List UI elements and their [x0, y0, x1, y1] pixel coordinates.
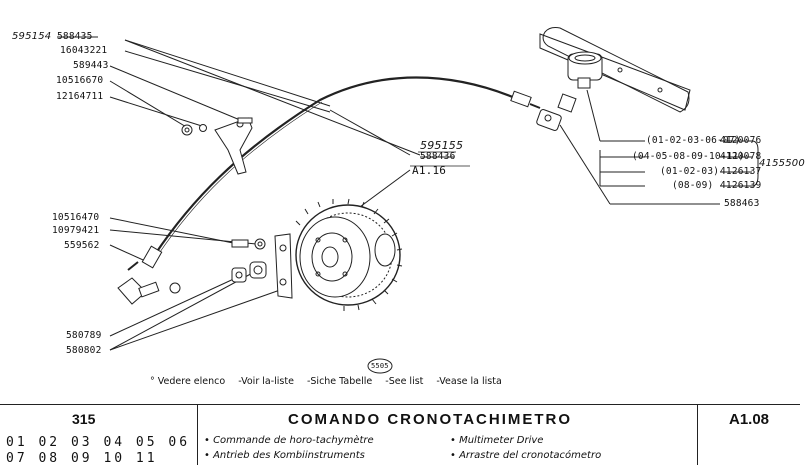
label-ref-a116: A1.16	[412, 164, 447, 177]
label-4126137: 4126137	[720, 166, 762, 177]
label-4120076: 4120076	[720, 135, 762, 146]
label-models-r4: (08-09)	[672, 180, 714, 191]
models-row-1: 01 02 03 04 05 06	[6, 435, 191, 450]
label-588435: 588435	[57, 31, 93, 42]
legend-de: -Siche Tabelle	[306, 376, 373, 387]
label-10516670: 10516670	[56, 75, 104, 86]
title-de: • Antrieb des Kombiinstruments	[204, 450, 365, 461]
group-number: 315	[72, 411, 96, 427]
title-cell: COMANDO CRONOTACHIMETRO • Commande de ho…	[198, 405, 698, 465]
legend-it: ° Vedere elenco	[150, 376, 226, 387]
label-4126139: 4126139	[720, 180, 762, 191]
legend-es: -Vease la lista	[436, 376, 502, 387]
label-588463: 588463	[724, 198, 760, 209]
parts-diagram	[57, 27, 759, 374]
label-models-r1: (01-02-03-06-07)	[646, 135, 741, 146]
label-595154: 595154	[12, 31, 52, 42]
title-en: • Multimeter Drive	[450, 435, 544, 446]
title-block: 315 01 02 03 04 05 06 07 08 09 10 11 COM…	[0, 404, 800, 466]
legend-en: -See list	[385, 376, 424, 387]
models-row-2: 07 08 09 10 11	[6, 451, 158, 466]
label-589443: 589443	[73, 60, 109, 71]
stamp-number: 5505	[371, 362, 389, 370]
label-10979421: 10979421	[52, 225, 100, 236]
label-588436: 588436	[420, 151, 456, 162]
label-16043221: 16043221	[60, 45, 108, 56]
label-580789: 580789	[66, 330, 102, 341]
label-10516470: 10516470	[52, 212, 100, 223]
label-595155: 595155	[420, 139, 464, 152]
legend: ° Vedere elenco -Voir la-liste -Siche Ta…	[150, 376, 512, 387]
page-title: COMANDO CRONOTACHIMETRO	[288, 411, 573, 428]
title-fr: • Commande de horo-tachymètre	[204, 435, 374, 446]
page-code: A1.08	[728, 411, 770, 428]
legend-fr: -Voir la-liste	[238, 376, 294, 387]
label-12164711: 12164711	[56, 91, 104, 102]
label-4155500: 4155500	[759, 158, 805, 169]
label-580802: 580802	[66, 345, 102, 356]
label-models-r3: (01-02-03)	[660, 166, 720, 177]
label-559562: 559562	[64, 240, 100, 251]
code-cell: A1.08	[698, 405, 800, 465]
title-es: • Arrastre del cronotacómetro	[450, 450, 602, 461]
label-4120078: 4120078	[720, 151, 762, 162]
label-models-r2: (04-05-08-09-10-11)	[632, 151, 745, 162]
group-cell: 315 01 02 03 04 05 06 07 08 09 10 11	[0, 405, 198, 466]
